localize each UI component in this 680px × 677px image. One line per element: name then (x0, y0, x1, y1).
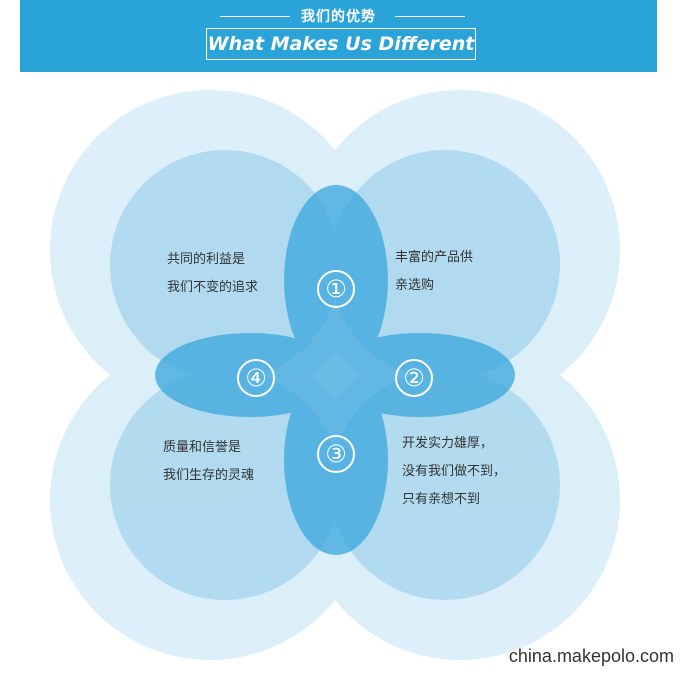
right-bottom-line-2: 没有我们做不到， (402, 464, 507, 479)
header-rule-right (395, 16, 465, 17)
right-top-line-2: 亲选购 (395, 278, 435, 293)
left-bottom-text: 质量和信誉是 我们生存的灵魂 (163, 434, 254, 490)
number-4-badge: ④ (237, 359, 275, 397)
right-top-text: 丰富的产品供 亲选购 (395, 244, 473, 300)
number-3-badge: ③ (317, 435, 355, 473)
right-bottom-line-3: 只有亲想不到 (402, 492, 481, 507)
watermark-text: china.makepolo.com (508, 646, 674, 666)
number-2-badge: ② (395, 359, 433, 397)
right-bottom-line-1: 开发实力雄厚， (402, 436, 494, 451)
header-banner: 我们的优势 What Makes Us Different (20, 0, 657, 72)
left-top-line-2: 我们不变的追求 (167, 280, 259, 295)
circle-bottom-right-inner (330, 370, 560, 600)
header-title: 我们的优势 (301, 9, 376, 25)
header-subtitle-box: What Makes Us Different (206, 28, 476, 60)
circle-bottom-left-inner (110, 370, 340, 600)
right-top-line-1: 丰富的产品供 (395, 250, 474, 265)
number-1-badge: ① (317, 270, 355, 308)
left-top-line-1: 共同的利益是 (167, 252, 246, 267)
header-rule-left (220, 16, 290, 17)
right-bottom-text: 开发实力雄厚， 没有我们做不到， 只有亲想不到 (402, 430, 506, 514)
left-top-text: 共同的利益是 我们不变的追求 (167, 246, 258, 302)
left-bottom-line-1: 质量和信誉是 (163, 440, 242, 455)
header-subtitle: What Makes Us Different (207, 33, 475, 55)
circle-top-right-inner (330, 150, 560, 380)
left-bottom-line-2: 我们生存的灵魂 (163, 468, 255, 483)
circle-top-left-inner (110, 150, 340, 380)
